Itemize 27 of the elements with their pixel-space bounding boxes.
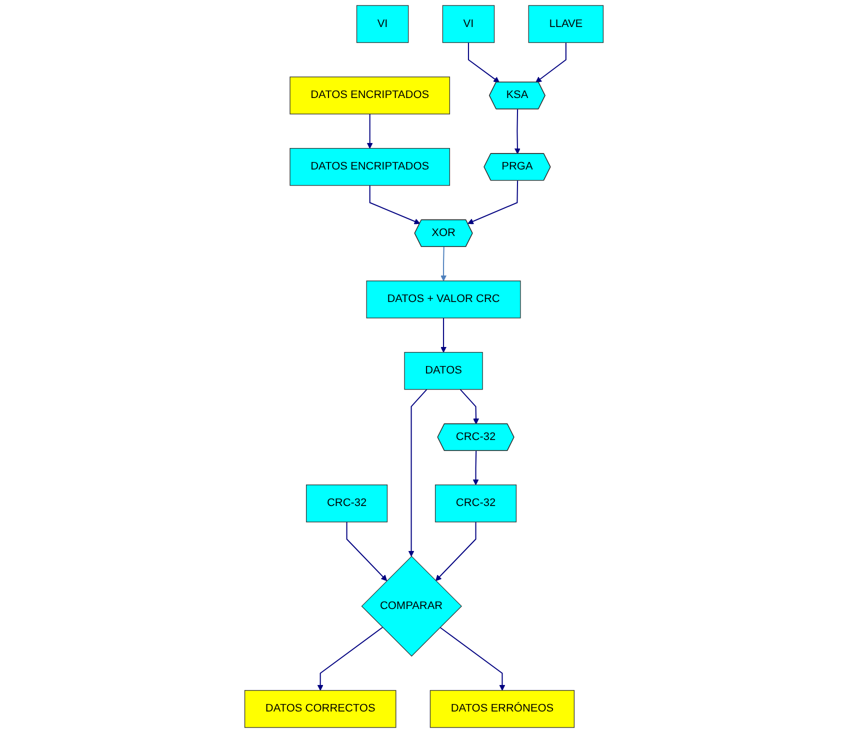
- arrow: [435, 522, 476, 582]
- arrow: [514, 109, 520, 154]
- node-box: LLAVE: [528, 5, 604, 43]
- node-box: DATOS CORRECTOS: [244, 690, 396, 728]
- arrow: [468, 180, 518, 224]
- node-box: DATOS: [404, 352, 483, 390]
- arrow: [440, 626, 506, 691]
- arrow: [346, 522, 388, 582]
- arrow: [408, 389, 428, 557]
- node-box: DATOS + VALOR CRC: [366, 280, 521, 318]
- node-diamond: COMPARAR: [361, 556, 462, 657]
- arrow: [369, 185, 420, 224]
- arrow: [468, 42, 500, 83]
- arrow: [472, 450, 479, 486]
- node-box: CRC-32: [434, 484, 517, 522]
- node-box: CRC-32: [306, 484, 388, 522]
- node-box: VI: [442, 5, 495, 43]
- arrow: [440, 318, 447, 353]
- arrow: [460, 389, 480, 424]
- arrow: [317, 626, 383, 691]
- node-box: DATOS ENCRIPTADOS: [290, 76, 450, 114]
- arrow: [440, 246, 447, 282]
- arrow: [536, 42, 566, 83]
- node-box: VI: [356, 5, 409, 43]
- node-box: DATOS ENCRIPTADOS: [290, 148, 450, 186]
- node-box: DATOS ERRÓNEOS: [430, 690, 575, 728]
- arrow: [366, 114, 373, 149]
